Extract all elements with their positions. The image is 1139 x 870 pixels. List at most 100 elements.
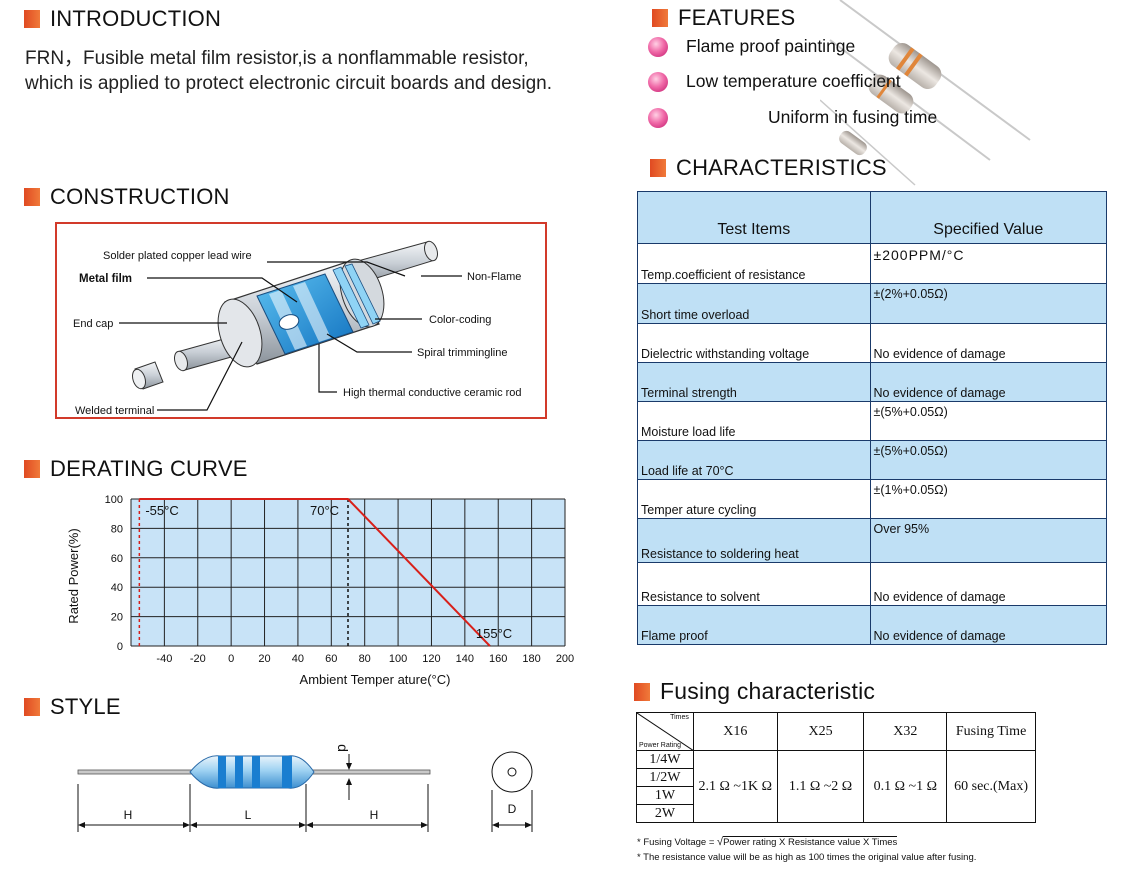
value-x32: 0.1 Ω ~1 Ω: [863, 750, 948, 823]
y-tick-label: 100: [105, 494, 123, 506]
row-value: Over 95%: [869, 518, 1108, 563]
end-view-circle: [491, 751, 533, 793]
x-tick-label: 120: [422, 653, 440, 665]
label-solder-lead: Solder plated copper lead wire: [103, 250, 252, 262]
construction-illustration: Solder plated copper lead wire Metal fil…: [73, 240, 522, 417]
header-specified-value: Specified Value: [869, 191, 1108, 244]
table-row: Resistance to solvent No evidence of dam…: [637, 562, 1108, 606]
y-tick-label: 20: [111, 612, 123, 624]
fusing-row: 1/4W 2.1 Ω ~1K Ω 1.1 Ω ~2 Ω 0.1 Ω ~1 Ω 6…: [636, 750, 1036, 823]
row-value: ±(1%+0.05Ω): [869, 479, 1108, 519]
label-spiral-trimming: Spiral trimmingline: [417, 347, 507, 359]
corner-diagonal: [637, 713, 694, 751]
x-tick-label: -20: [190, 653, 206, 665]
x-tick-label: 0: [228, 653, 234, 665]
y-tick-label: 40: [111, 582, 123, 594]
x-tick-label: 200: [556, 653, 574, 665]
value-fusing-time: 60 sec.(Max): [946, 750, 1036, 823]
label-end-cap: End cap: [73, 318, 113, 330]
fusing-heading: Fusing characteristic: [634, 678, 875, 705]
table-row: Resistance to soldering heat Over 95%: [637, 518, 1108, 563]
feature-item: Low temperature coefficient: [648, 71, 901, 92]
y-tick-label: 60: [111, 553, 123, 565]
section-marker: [652, 9, 668, 27]
col-x25: X25: [776, 712, 865, 751]
rating-cell: 1W: [636, 786, 694, 805]
corner-cell: Times Power Rating: [636, 712, 694, 751]
features-heading: FEATURES: [652, 5, 795, 31]
corner-label-times: Times: [670, 714, 689, 721]
bullet-icon: [648, 36, 668, 57]
color-band: [252, 756, 260, 788]
x-tick-label: 60: [325, 653, 337, 665]
row-value: No evidence of damage: [869, 362, 1108, 402]
construction-title: CONSTRUCTION: [50, 184, 230, 209]
row-item: Short time overload: [637, 283, 871, 324]
construction-diagram: Solder plated copper lead wire Metal fil…: [55, 222, 547, 419]
features-title: FEATURES: [678, 5, 796, 30]
label-non-flame: Non-Flame: [467, 271, 521, 283]
resistor-photo: [820, 99, 916, 186]
characteristics-title: CHARACTERISTICS: [676, 155, 887, 180]
table-row: Short time overload ±(2%+0.05Ω): [637, 283, 1108, 324]
table-row: Flame proof No evidence of damage: [637, 605, 1108, 645]
fusing-title: Fusing characteristic: [660, 678, 876, 704]
x-axis-label: Ambient Temper ature(°C): [300, 672, 451, 687]
characteristics-heading: CHARACTERISTICS: [650, 155, 887, 181]
annotation-label: -55°C: [145, 503, 178, 518]
section-marker: [24, 188, 40, 206]
table-row: Moisture load life ±(5%+0.05Ω): [637, 401, 1108, 441]
derating-line: [139, 498, 491, 647]
sqrt-icon: √: [717, 836, 724, 848]
dimension-arrows: [78, 763, 428, 828]
fusing-row: 1W: [636, 786, 1036, 805]
section-marker: [650, 159, 666, 177]
fusing-row: 2W: [636, 804, 1036, 823]
table-row: Terminal strength No evidence of damage: [637, 362, 1108, 402]
row-value: No evidence of damage: [869, 605, 1108, 645]
table-row: Temp.coefficient of resistance ±200PPM/°…: [637, 243, 1108, 284]
resistor-photo: [829, 39, 991, 161]
table-row: Dielectric withstanding voltage No evide…: [637, 323, 1108, 363]
label-welded-terminal: Welded terminal: [75, 405, 154, 417]
header-test-items: Test Items: [637, 191, 871, 244]
row-item: Flame proof: [637, 605, 871, 645]
fusing-header-row: Times Power Rating X16 X25 X32 Fusing Ti…: [636, 712, 1036, 751]
introduction-line-1: FRN，Fusible metal film resistor,is a non…: [25, 48, 529, 69]
label-color-coding: Color-coding: [429, 314, 491, 326]
introduction-text: FRN，Fusible metal film resistor,is a non…: [25, 46, 552, 96]
color-band: [218, 756, 226, 788]
x-tick-label: -40: [156, 653, 172, 665]
y-tick-label: 80: [111, 523, 123, 535]
row-item: Terminal strength: [637, 362, 871, 402]
resistor-photos: [820, 0, 1031, 186]
col-fusing-time: Fusing Time: [946, 712, 1036, 751]
row-item: Load life at 70°C: [637, 440, 871, 480]
characteristics-table: Test Items Specified Value Temp.coeffici…: [637, 191, 1108, 645]
end-view-center: [507, 767, 517, 777]
row-value: ±200PPM/°C: [869, 243, 1108, 284]
row-value: ±(2%+0.05Ω): [869, 283, 1108, 324]
dim-label-d-large: D: [508, 802, 517, 816]
style-heading: STYLE: [24, 694, 121, 720]
introduction-title: INTRODUCTION: [50, 6, 222, 31]
row-value: ±(5%+0.05Ω): [869, 440, 1108, 480]
col-x16: X16: [692, 712, 778, 751]
y-axis-label: Rated Power(%): [66, 528, 81, 623]
x-tick-label: 20: [258, 653, 270, 665]
table-header-row: Test Items Specified Value: [637, 191, 1108, 244]
x-tick-label: 160: [489, 653, 507, 665]
construction-heading: CONSTRUCTION: [24, 184, 230, 210]
value-x16: 2.1 Ω ~1K Ω: [692, 750, 778, 823]
table-row: Temper ature cycling ±(1%+0.05Ω): [637, 479, 1108, 519]
rating-cell: 1/4W: [636, 750, 694, 769]
row-item: Moisture load life: [637, 401, 871, 441]
derating-title: DERATING CURVE: [50, 456, 248, 481]
dim-label-h-right: H: [370, 808, 379, 822]
style-title: STYLE: [50, 694, 121, 719]
feature-item: Flame proof paintinge: [648, 36, 855, 57]
bullet-icon: [648, 71, 668, 92]
